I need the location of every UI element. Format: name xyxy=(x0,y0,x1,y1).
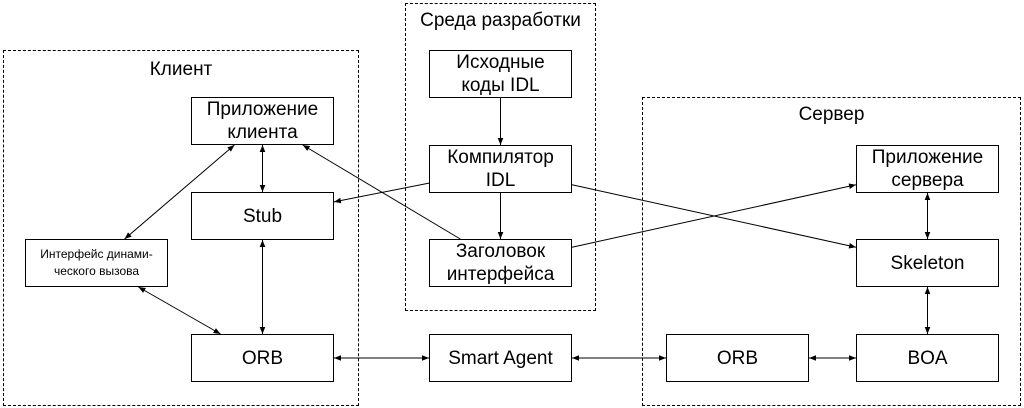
dev-environment-group-title: Среда разработки xyxy=(420,10,581,31)
skeleton-box: Skeleton xyxy=(856,239,999,287)
dev-environment-group: Среда разработки xyxy=(405,3,596,311)
smart-agent-box: Smart Agent xyxy=(429,334,572,382)
idl-sources-box: Исходные коды IDL xyxy=(429,50,572,98)
edge-client_app-to-dii xyxy=(124,144,235,240)
client-orb-box: ORB xyxy=(191,334,334,382)
boa-box: BOA xyxy=(856,334,999,382)
server-orb-box: ORB xyxy=(666,334,809,382)
client-group: Клиент xyxy=(3,50,359,406)
edge-interface_header-to-client_app xyxy=(302,144,461,240)
idl-compiler-box: Компилятор IDL xyxy=(429,145,572,193)
edge-interface_header-to-server_app xyxy=(571,183,857,248)
server-group: Сервер xyxy=(642,97,1021,406)
server-application-box: Приложение сервера xyxy=(856,145,999,193)
client-application-box: Приложение клиента xyxy=(191,97,334,145)
edge-dii-to-client_orb xyxy=(138,286,221,335)
server-group-title: Сервер xyxy=(798,104,865,125)
interface-header-box: Заголовок интерфейса xyxy=(429,239,572,287)
stub-box: Stub xyxy=(191,192,334,240)
dynamic-invocation-interface-box: Интерфейс динами- ческого вызова xyxy=(25,239,168,287)
client-group-title: Клиент xyxy=(149,59,213,80)
